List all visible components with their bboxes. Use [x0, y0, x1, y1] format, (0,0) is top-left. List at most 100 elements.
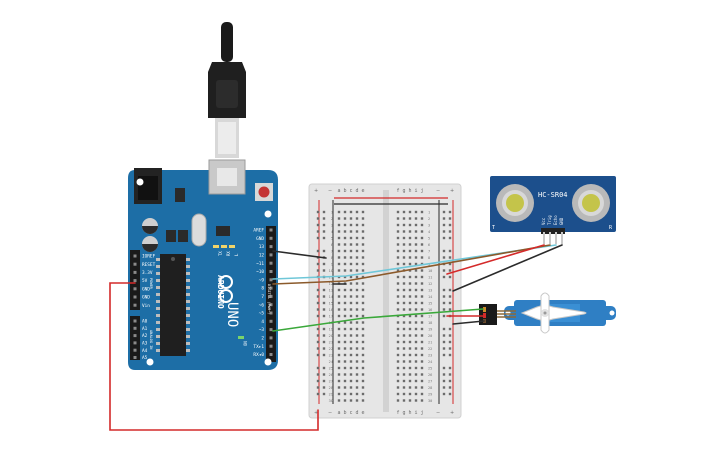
reset-button[interactable] [255, 183, 273, 201]
breadboard-hole[interactable] [420, 249, 424, 253]
breadboard-hole[interactable] [349, 379, 353, 383]
rail-hole[interactable] [322, 340, 326, 344]
breadboard-hole[interactable] [355, 301, 359, 305]
breadboard-hole[interactable] [414, 230, 418, 233]
breadboard-hole[interactable] [396, 340, 400, 344]
breadboard-hole[interactable] [402, 230, 406, 233]
breadboard-hole[interactable] [343, 347, 347, 350]
rail-hole[interactable] [442, 249, 446, 253]
breadboard-hole[interactable] [337, 230, 341, 233]
breadboard-hole[interactable] [414, 366, 418, 370]
rail-hole[interactable] [322, 353, 326, 357]
breadboard-hole[interactable] [414, 347, 418, 350]
rail-hole[interactable] [442, 347, 446, 350]
breadboard-hole[interactable] [355, 360, 359, 363]
breadboard-hole[interactable] [414, 262, 418, 266]
rail-hole[interactable] [442, 230, 446, 233]
breadboard-hole[interactable] [402, 392, 406, 396]
breadboard-hole[interactable] [414, 353, 418, 357]
breadboard-hole[interactable] [402, 373, 406, 376]
breadboard-hole[interactable] [361, 327, 365, 331]
breadboard-hole[interactable] [414, 256, 418, 259]
rail-hole[interactable] [316, 236, 320, 240]
breadboard-hole[interactable] [355, 347, 359, 350]
breadboard-hole[interactable] [414, 340, 418, 344]
breadboard-hole[interactable] [349, 392, 353, 396]
breadboard-hole[interactable] [349, 236, 353, 240]
breadboard-hole[interactable] [349, 314, 353, 318]
breadboard-hole[interactable] [408, 236, 412, 240]
breadboard-hole[interactable] [337, 347, 341, 350]
breadboard-hole[interactable] [361, 249, 365, 253]
rail-hole[interactable] [322, 373, 326, 376]
breadboard-hole[interactable] [343, 386, 347, 389]
breadboard-hole[interactable] [343, 360, 347, 363]
rail-hole[interactable] [442, 340, 446, 344]
breadboard-hole[interactable] [408, 210, 412, 214]
breadboard-hole[interactable] [343, 379, 347, 383]
rail-hole[interactable] [322, 347, 326, 350]
breadboard-hole[interactable] [349, 249, 353, 253]
rail-hole[interactable] [448, 327, 452, 331]
breadboard-hole[interactable] [408, 275, 412, 279]
breadboard-hole[interactable] [337, 360, 341, 363]
breadboard-hole[interactable] [402, 249, 406, 253]
breadboard-hole[interactable] [349, 256, 353, 259]
breadboard-hole[interactable] [355, 269, 359, 272]
breadboard-hole[interactable] [361, 347, 365, 350]
breadboard-hole[interactable] [402, 347, 406, 350]
rail-hole[interactable] [322, 308, 326, 311]
rail-hole[interactable] [322, 392, 326, 396]
breadboard-hole[interactable] [343, 340, 347, 344]
breadboard-hole[interactable] [396, 288, 400, 292]
rail-hole[interactable] [322, 262, 326, 266]
breadboard-hole[interactable] [355, 373, 359, 376]
rail-hole[interactable] [442, 295, 446, 298]
breadboard-hole[interactable] [402, 360, 406, 363]
rail-hole[interactable] [316, 373, 320, 376]
rail-hole[interactable] [448, 262, 452, 266]
breadboard-hole[interactable] [420, 360, 424, 363]
rail-hole[interactable] [316, 347, 320, 350]
breadboard-hole[interactable] [337, 269, 341, 272]
breadboard-hole[interactable] [396, 399, 400, 402]
breadboard-hole[interactable] [361, 321, 365, 324]
breadboard-hole[interactable] [337, 256, 341, 259]
rail-hole[interactable] [448, 308, 452, 311]
breadboard-hole[interactable] [414, 314, 418, 318]
breadboard-hole[interactable] [414, 295, 418, 298]
breadboard-hole[interactable] [355, 353, 359, 357]
breadboard-hole[interactable] [396, 256, 400, 259]
breadboard-hole[interactable] [396, 308, 400, 311]
breadboard-hole[interactable] [355, 217, 359, 220]
rail-hole[interactable] [448, 386, 452, 389]
rail-hole[interactable] [448, 340, 452, 344]
breadboard-hole[interactable] [361, 288, 365, 292]
breadboard-hole[interactable] [420, 308, 424, 311]
breadboard-hole[interactable] [402, 288, 406, 292]
rail-hole[interactable] [442, 308, 446, 311]
rail-hole[interactable] [442, 379, 446, 383]
breadboard-hole[interactable] [414, 249, 418, 253]
rail-hole[interactable] [322, 327, 326, 331]
breadboard-hole[interactable] [420, 223, 424, 227]
breadboard-hole[interactable] [396, 327, 400, 331]
rail-hole[interactable] [442, 275, 446, 279]
breadboard-hole[interactable] [349, 295, 353, 298]
breadboard-hole[interactable] [349, 210, 353, 214]
rail-hole[interactable] [448, 210, 452, 214]
breadboard-hole[interactable] [337, 353, 341, 357]
breadboard-hole[interactable] [337, 334, 341, 337]
breadboard-hole[interactable] [337, 373, 341, 376]
breadboard-hole[interactable] [420, 321, 424, 324]
breadboard-hole[interactable] [355, 288, 359, 292]
breadboard-hole[interactable] [396, 275, 400, 279]
breadboard-hole[interactable] [355, 249, 359, 253]
breadboard-hole[interactable] [420, 288, 424, 292]
breadboard-hole[interactable] [396, 269, 400, 272]
rail-hole[interactable] [316, 392, 320, 396]
rail-hole[interactable] [316, 301, 320, 305]
rail-hole[interactable] [442, 314, 446, 318]
breadboard-hole[interactable] [414, 386, 418, 389]
rail-hole[interactable] [442, 236, 446, 240]
